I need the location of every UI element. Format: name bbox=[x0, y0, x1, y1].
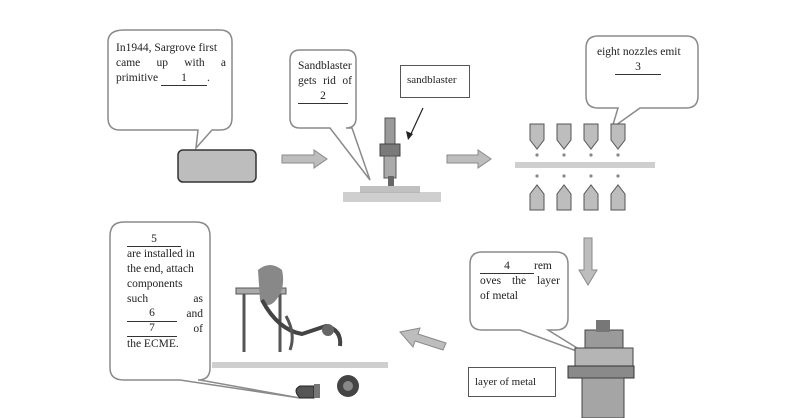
step1-text: In1944, Sargrove first came up with a pr… bbox=[116, 41, 226, 86]
answer-blank-2[interactable]: 2 bbox=[298, 90, 348, 104]
flow-arrow-2 bbox=[446, 149, 492, 169]
speech-bubble-4 bbox=[469, 251, 591, 357]
layer-of-metal-label: layer of metal bbox=[468, 367, 556, 397]
step5-line-1: 5 bbox=[127, 232, 203, 247]
step4-line-3: of metal bbox=[480, 290, 518, 302]
milling-machine-icon bbox=[567, 320, 635, 418]
step5-line-4: components bbox=[127, 278, 183, 290]
step3-text: eight nozzles emit 3 bbox=[597, 45, 691, 75]
step2-line-3: 2 bbox=[298, 89, 352, 104]
step1-line-3: primitive 1. bbox=[116, 72, 210, 86]
robot-assembly-icon bbox=[212, 265, 388, 399]
step2-line-2: gets rid of bbox=[298, 75, 352, 87]
speech-bubble-2 bbox=[289, 49, 371, 181]
flow-arrow-4 bbox=[399, 327, 447, 351]
step3-line-2: 3 bbox=[597, 60, 691, 75]
flow-arrow-3 bbox=[578, 237, 598, 286]
answer-blank-4[interactable]: 4 bbox=[480, 260, 534, 274]
step5-text: 5 are installed in the end, attach compo… bbox=[127, 232, 203, 352]
step3-line-1: eight nozzles emit bbox=[597, 46, 681, 58]
step2-text: Sandblaster gets rid of 2 bbox=[298, 59, 352, 104]
step5-line-8: the ECME. bbox=[127, 338, 179, 350]
step2-line-1: Sandblaster bbox=[298, 60, 352, 72]
primitive-circuit-block bbox=[177, 149, 257, 183]
speech-bubble-1 bbox=[107, 29, 233, 151]
speech-bubble-5 bbox=[109, 221, 301, 399]
speech-bubble-3 bbox=[585, 35, 699, 130]
answer-blank-3[interactable]: 3 bbox=[615, 61, 661, 75]
answer-blank-7[interactable]: 7 bbox=[127, 322, 177, 337]
step1-line-2: came up with a bbox=[116, 57, 226, 69]
sandblaster-icon bbox=[343, 117, 441, 202]
step4-line-2: oves the layer bbox=[480, 275, 560, 287]
answer-blank-5[interactable]: 5 bbox=[127, 233, 181, 247]
step5-line-2: are installed in bbox=[127, 248, 195, 260]
nozzle-array-icon bbox=[515, 123, 655, 211]
answer-blank-1[interactable]: 1 bbox=[161, 72, 208, 86]
step1-line-1: In1944, Sargrove first bbox=[116, 42, 218, 54]
step5-line-3: the end, attach bbox=[127, 263, 194, 275]
flow-arrow-1 bbox=[281, 149, 328, 169]
answer-blank-6[interactable]: 6 bbox=[127, 307, 177, 322]
sandblaster-label: sandblaster bbox=[400, 65, 470, 98]
